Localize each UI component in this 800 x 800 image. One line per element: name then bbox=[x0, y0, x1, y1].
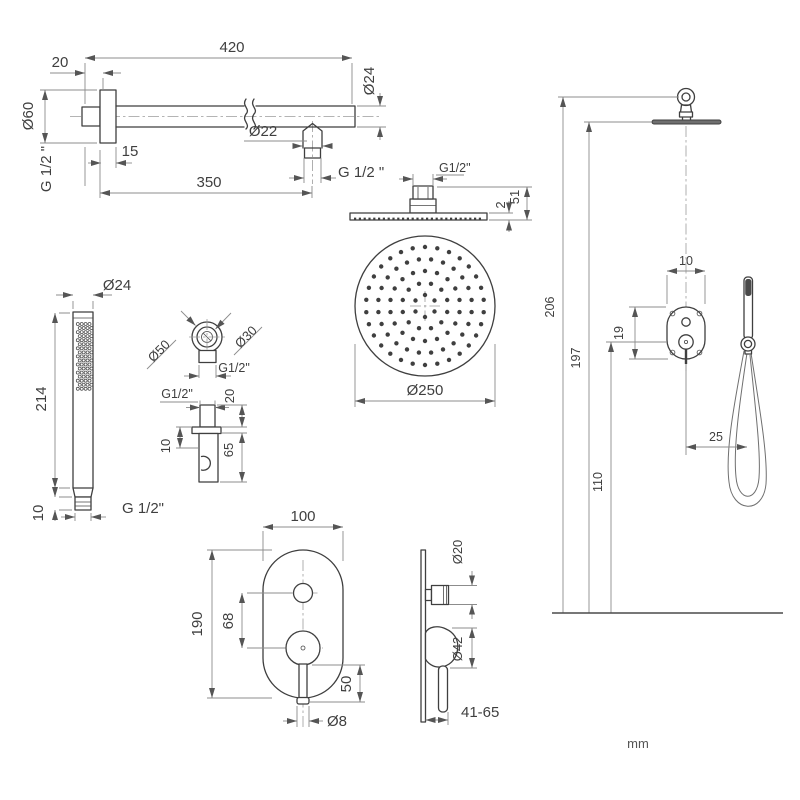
hand-shower-view: Ø24 214 10 G 1/2" bbox=[30, 277, 164, 521]
arm-tube bbox=[115, 105, 356, 128]
dim-outlet-distance: 350 bbox=[196, 174, 221, 191]
dim-holder-offset: 10 bbox=[158, 439, 173, 453]
dim-valve-width-install: 10 bbox=[679, 254, 693, 268]
rain-head-schematic bbox=[651, 119, 722, 125]
dim-arm-tube-diameter: Ø24 bbox=[361, 67, 378, 95]
arm-flange bbox=[99, 89, 117, 144]
mixer-handle-base bbox=[285, 630, 321, 666]
dim-hand-shower-diameter: Ø24 bbox=[103, 277, 131, 294]
valve-screw bbox=[669, 310, 676, 317]
holder-hook bbox=[200, 455, 211, 471]
mixer-diverter-button bbox=[292, 582, 314, 604]
shower-head-nozzles bbox=[364, 244, 486, 368]
dim-holder-height: 65 bbox=[221, 443, 236, 457]
wall-elbow-view: Ø50 Ø30 G1/2" bbox=[145, 310, 263, 379]
arm-outlet-thread bbox=[303, 147, 322, 159]
dim-hand-shower-nut: 10 bbox=[30, 505, 47, 522]
hand-shower-head bbox=[745, 279, 752, 296]
mixer-plate-side bbox=[420, 549, 427, 723]
holder-thread bbox=[199, 404, 216, 428]
head-connector bbox=[412, 185, 434, 200]
dim-hand-shower-length: 214 bbox=[33, 386, 50, 411]
head-disc-side bbox=[349, 212, 488, 221]
mixer-lever bbox=[298, 663, 308, 699]
installation-view: 206 197 110 10 19 25 bbox=[543, 87, 783, 614]
valve-screw bbox=[696, 349, 703, 356]
mixer-lever-tip bbox=[296, 696, 310, 705]
dim-arm-length: 420 bbox=[219, 39, 244, 56]
ceiling-joint bbox=[676, 87, 696, 107]
label-head-thread: G1/2" bbox=[439, 161, 471, 175]
dim-lever-length: 50 bbox=[338, 676, 355, 693]
valve-screw bbox=[669, 349, 676, 356]
dim-hand-shower-offset: 25 bbox=[709, 430, 723, 444]
hand-shower-texture bbox=[75, 322, 94, 391]
elbow-thread-boss bbox=[198, 349, 217, 364]
arm-outlet bbox=[302, 122, 323, 149]
dim-escutcheon-diameter: Ø50 bbox=[145, 337, 173, 365]
dim-head-height: 51 bbox=[507, 190, 522, 204]
dim-holder-thread-length: 20 bbox=[222, 389, 237, 403]
dim-mixer-height: 190 bbox=[189, 611, 206, 636]
label-hand-shower-thread: G 1/2" bbox=[122, 500, 164, 517]
dim-arm-offset: 20 bbox=[52, 54, 69, 71]
shower-hose bbox=[727, 350, 767, 507]
dim-valve-height-install: 110 bbox=[591, 472, 605, 492]
holder-flange bbox=[191, 426, 222, 435]
valve-screw bbox=[696, 310, 703, 317]
dim-handle-diameter: Ø42 bbox=[450, 637, 465, 662]
mixer-handle-side bbox=[424, 626, 459, 668]
mixer-lever-side bbox=[437, 665, 449, 713]
hand-shower-taper bbox=[72, 487, 94, 498]
label-holder-thread: G1/2" bbox=[161, 387, 193, 401]
dim-lever-diameter: Ø8 bbox=[327, 713, 347, 730]
dim-flange-depth: 15 bbox=[122, 143, 139, 160]
dim-install-depth-range: 41-65 bbox=[461, 704, 499, 721]
arm-wall-connector bbox=[81, 106, 101, 127]
head-connector-nut bbox=[409, 198, 437, 214]
dim-diverter-diameter: Ø20 bbox=[450, 540, 465, 565]
mixer-diverter-side bbox=[430, 584, 450, 606]
dim-mixer-center-distance: 68 bbox=[220, 613, 237, 630]
hand-shower-nut bbox=[74, 496, 92, 511]
mixer-side-view: Ø20 Ø42 41-65 bbox=[420, 540, 499, 725]
dim-flange-diameter: Ø60 bbox=[20, 102, 37, 130]
dim-total-height: 206 bbox=[543, 297, 557, 318]
rain-head-side-view: G1/2" 2 51 bbox=[349, 161, 532, 232]
outlet-holder-view: G1/2" 20 10 65 bbox=[158, 387, 247, 483]
hand-shower-holder-ring bbox=[740, 336, 756, 352]
label-wall-thread: G 1/2 " bbox=[38, 146, 55, 192]
dim-head-height-install: 197 bbox=[569, 348, 583, 369]
dim-outlet-diameter: Ø22 bbox=[249, 123, 277, 140]
shower-arm-view: 420 20 Ø60 G 1/2 " 15 350 Ø22 G 1/2 " Ø2… bbox=[20, 39, 386, 198]
label-elbow-thread: G1/2" bbox=[218, 361, 250, 375]
units-label: mm bbox=[627, 736, 649, 751]
ceiling-stem bbox=[678, 104, 694, 122]
rain-head-face-view: Ø250 bbox=[354, 235, 496, 407]
dim-valve-height-schematic: 19 bbox=[612, 326, 626, 340]
dim-elbow-diameter: Ø30 bbox=[232, 323, 260, 351]
dim-mixer-width: 100 bbox=[290, 508, 315, 525]
break-symbol bbox=[243, 98, 249, 130]
dim-disc-thickness: 2 bbox=[493, 201, 508, 208]
label-outlet-thread: G 1/2 " bbox=[338, 164, 384, 181]
mixer-front-view: 100 190 68 50 Ø8 bbox=[189, 508, 365, 730]
valve-diverter bbox=[681, 317, 691, 327]
dim-head-diameter: Ø250 bbox=[407, 382, 444, 399]
